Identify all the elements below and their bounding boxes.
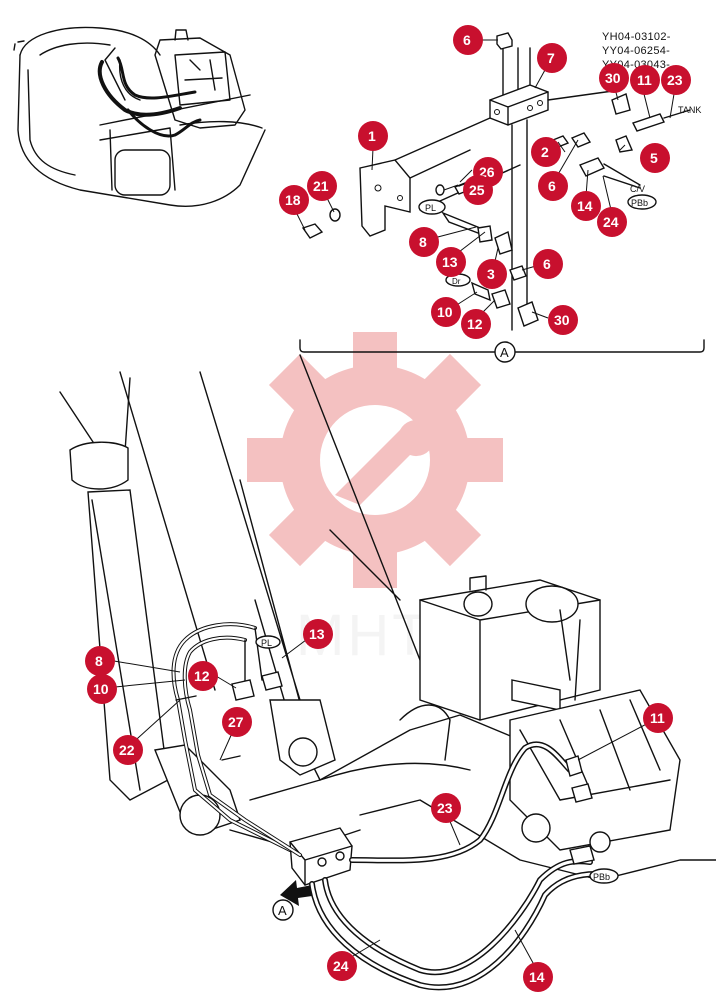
svg-text:11: 11 bbox=[650, 710, 665, 726]
callout-8-b: 8 bbox=[85, 646, 115, 676]
svg-text:3: 3 bbox=[487, 266, 495, 282]
callout-6-a: 6 bbox=[453, 25, 483, 55]
callout-1: 1 bbox=[358, 121, 388, 151]
dr-label-top: Dr bbox=[452, 277, 461, 286]
svg-text:13: 13 bbox=[309, 626, 325, 642]
part-codes: YH04-03102- YY04-06254- YY04-03043- bbox=[602, 31, 671, 71]
svg-text:27: 27 bbox=[228, 714, 244, 730]
callout-26: 22 bbox=[113, 735, 143, 765]
callout-27: 27 bbox=[222, 707, 252, 737]
callout-30-b: 30 bbox=[548, 305, 578, 335]
svg-text:6: 6 bbox=[543, 256, 551, 272]
callout-13-b: 13 bbox=[303, 619, 333, 649]
svg-text:18: 18 bbox=[285, 192, 301, 208]
svg-text:12: 12 bbox=[467, 316, 483, 332]
svg-text:11: 11 bbox=[637, 72, 652, 88]
watermark-gear-icon bbox=[247, 332, 503, 588]
callout-7: 7 bbox=[537, 43, 567, 73]
callout-10-a: 10 bbox=[431, 297, 461, 327]
svg-text:24: 24 bbox=[603, 214, 619, 230]
svg-text:10: 10 bbox=[437, 304, 453, 320]
callout-21: 21 bbox=[307, 171, 337, 201]
callout-5: 5 bbox=[640, 143, 670, 173]
pl-label-main: PL bbox=[261, 638, 272, 648]
callout-25-b: 24 bbox=[327, 951, 357, 981]
svg-text:5: 5 bbox=[650, 150, 658, 166]
svg-text:25: 25 bbox=[469, 182, 485, 198]
svg-text:2: 2 bbox=[541, 144, 549, 160]
tank-label: TANK bbox=[678, 105, 701, 115]
callout-11-a: 11 bbox=[630, 65, 660, 95]
port-labels-detail: TANK C/V PBb PL Dr bbox=[418, 105, 701, 287]
svg-text:7: 7 bbox=[547, 50, 555, 66]
svg-text:21: 21 bbox=[313, 178, 329, 194]
pbb-label-main: PBb bbox=[593, 872, 610, 882]
callout-8-a: 8 bbox=[409, 227, 439, 257]
svg-text:22: 22 bbox=[119, 742, 135, 758]
svg-text:30: 30 bbox=[605, 70, 621, 86]
callout-13-a: 13 bbox=[436, 247, 466, 277]
svg-text:1: 1 bbox=[368, 128, 376, 144]
svg-text:8: 8 bbox=[419, 234, 427, 250]
cv-label: C/V bbox=[630, 184, 645, 194]
svg-text:23: 23 bbox=[667, 72, 683, 88]
callouts: 6 7 30 11 23 1 2 5 26 21 25 6 18 14 24 8… bbox=[85, 25, 691, 992]
detail-bracket: A bbox=[299, 339, 705, 363]
callout-11-b: 11 bbox=[643, 703, 673, 733]
svg-text:14: 14 bbox=[529, 969, 545, 985]
svg-text:14: 14 bbox=[577, 198, 593, 214]
part-code-2: YY04-06254- bbox=[602, 45, 670, 57]
callout-30-a: 30 bbox=[599, 63, 629, 93]
svg-text:10: 10 bbox=[93, 681, 109, 697]
callout-25-a: 24 bbox=[597, 207, 627, 237]
svg-text:6: 6 bbox=[463, 32, 471, 48]
overview-inset bbox=[13, 26, 266, 207]
detail-label-main: A bbox=[278, 903, 287, 918]
callout-12-b: 12 bbox=[188, 661, 218, 691]
callout-6-c: 6 bbox=[533, 249, 563, 279]
callout-10-b: 10 bbox=[87, 674, 117, 704]
svg-text:13: 13 bbox=[442, 254, 458, 270]
svg-text:6: 6 bbox=[548, 178, 556, 194]
svg-text:12: 12 bbox=[194, 668, 210, 684]
callout-12-a: 12 bbox=[461, 309, 491, 339]
callout-2: 2 bbox=[531, 137, 561, 167]
svg-text:8: 8 bbox=[95, 653, 103, 669]
callout-14-a: 14 bbox=[571, 191, 601, 221]
svg-text:23: 23 bbox=[437, 800, 453, 816]
callout-6-b: 6 bbox=[538, 171, 568, 201]
svg-text:24: 24 bbox=[333, 958, 349, 974]
pbb-label-top: PBb bbox=[631, 198, 648, 208]
main-view: A PL PBb bbox=[59, 354, 716, 991]
pl-label-top: PL bbox=[425, 203, 436, 213]
callout-22: 25 bbox=[463, 175, 493, 205]
callout-3: 3 bbox=[477, 259, 507, 289]
callout-23-a: 23 bbox=[661, 65, 691, 95]
svg-text:30: 30 bbox=[554, 312, 570, 328]
detail-label-top: A bbox=[500, 345, 509, 360]
callout-14-b: 14 bbox=[523, 962, 553, 992]
part-code-1: YH04-03102- bbox=[602, 31, 671, 43]
callout-18: 18 bbox=[279, 185, 309, 215]
exploded-detail bbox=[301, 32, 691, 331]
callout-23-b: 23 bbox=[431, 793, 461, 823]
